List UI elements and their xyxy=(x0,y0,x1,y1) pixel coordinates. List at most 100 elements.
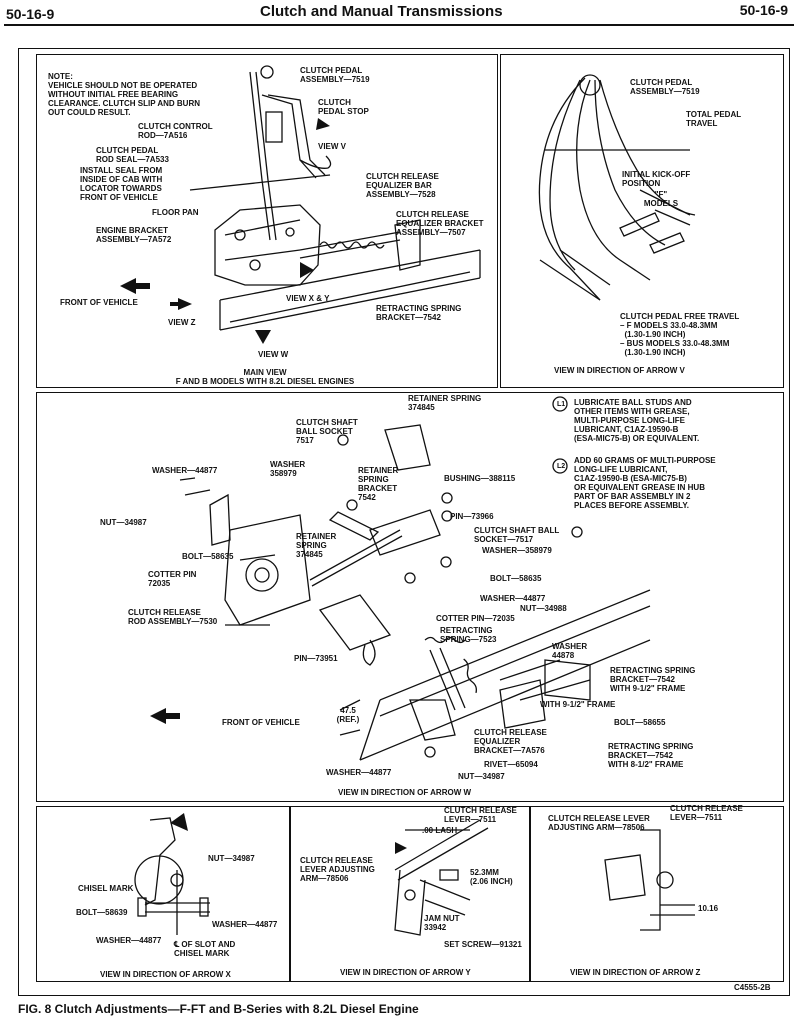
main-view-drawing xyxy=(189,65,481,331)
front-of-vehicle-arrow-w xyxy=(150,708,180,724)
label-eq-bracket-w: CLUTCH RELEASE EQUALIZER BRACKET—7A576 xyxy=(474,728,547,755)
view-y-caption: VIEW IN DIRECTION OF ARROW Y xyxy=(340,968,471,977)
label-cotter-pin-a: COTTER PIN 72035 xyxy=(148,570,197,588)
view-x-caption: VIEW IN DIRECTION OF ARROW X xyxy=(100,970,231,979)
main-view-panel xyxy=(36,54,498,388)
view-y-drawing xyxy=(394,819,489,936)
label-x-washer-right: WASHER—44877 xyxy=(212,920,278,929)
figure-code: C4555-2B xyxy=(734,983,771,992)
label-washer-44877-c: WASHER—44877 xyxy=(326,768,392,777)
label-dim-475: 47.5 (REF.) xyxy=(336,706,360,724)
label-front-vehicle-w: FRONT OF VEHICLE xyxy=(222,718,300,727)
label-pedal-stop: CLUTCH PEDAL STOP xyxy=(318,98,369,116)
label-retainer-spring-mid: RETAINER SPRING 374845 xyxy=(296,532,337,559)
main-view-caption: MAIN VIEW F AND B MODELS WITH 8.2L DIESE… xyxy=(175,368,355,386)
label-z-dim: 10.16 xyxy=(698,904,719,913)
label-washer-44877-a: WASHER—44877 xyxy=(152,466,218,475)
label-y-release-lever: CLUTCH RELEASE LEVER—7511 xyxy=(444,806,517,824)
view-z-caption: VIEW IN DIRECTION OF ARROW Z xyxy=(570,968,701,977)
view-w-caption: VIEW IN DIRECTION OF ARROW W xyxy=(338,788,472,797)
page-header: 50-16-9 Clutch and Manual Transmissions … xyxy=(0,0,798,26)
label-washer-358979-b: WASHER—358979 xyxy=(482,546,552,555)
label-view-w: VIEW W xyxy=(258,350,289,359)
view-xy-arrow xyxy=(300,262,314,278)
label-nut-34988: NUT—34988 xyxy=(520,604,567,613)
label-install-seal: INSTALL SEAL FROM INSIDE OF CAB WITH LOC… xyxy=(80,166,163,202)
label-release-rod: CLUTCH RELEASE ROD ASSEMBLY—7530 xyxy=(128,608,218,626)
label-v-pedal-assembly: CLUTCH PEDAL ASSEMBLY—7519 xyxy=(630,78,700,96)
label-washer-44878: WASHER 44878 xyxy=(552,642,588,660)
label-x-nut: NUT—34987 xyxy=(208,854,255,863)
label-bolt-58635-b: BOLT—58635 xyxy=(490,574,542,583)
label-front-vehicle-main: FRONT OF VEHICLE xyxy=(60,298,138,307)
label-bolt-58655: BOLT—58655 xyxy=(614,718,666,727)
label-control-rod: CLUTCH CONTROL ROD—7A516 xyxy=(138,122,213,140)
label-pedal-assembly: CLUTCH PEDAL ASSEMBLY—7519 xyxy=(300,66,370,84)
view-z-panel xyxy=(530,806,784,982)
label-view-v: VIEW V xyxy=(318,142,347,151)
label-pin-73951: PIN—73951 xyxy=(294,654,338,663)
legend-l2-symbol: L2 xyxy=(557,463,566,470)
view-x-panel xyxy=(36,806,290,982)
label-pin-73966: PIN—73966 xyxy=(450,512,494,521)
page-title: Clutch and Manual Transmissions xyxy=(260,3,503,20)
label-ball-socket-top: CLUTCH SHAFT BALL SOCKET 7517 xyxy=(296,418,358,445)
label-z-adjusting-arm: CLUTCH RELEASE LEVER ADJUSTING ARM—78506 xyxy=(548,814,650,832)
label-retract-bracket-a: RETRACTING SPRING BRACKET—7542 WITH 9-1/… xyxy=(610,666,696,693)
label-with-frame: WITH 9-1/2" FRAME xyxy=(540,700,616,709)
label-retract-bracket-b: RETRACTING SPRING BRACKET—7542 WITH 8-1/… xyxy=(608,742,694,769)
view-y-panel xyxy=(290,806,530,982)
view-z-drawing xyxy=(604,829,695,931)
label-f-models: "F" MODELS xyxy=(643,190,679,208)
label-nut-34987-b: NUT—34987 xyxy=(458,772,505,781)
view-y-arrow xyxy=(395,842,407,854)
legend-l1-symbol: L1 xyxy=(557,401,566,408)
label-cotter-pin-b: COTTER PIN—72035 xyxy=(436,614,515,623)
label-retracting-bracket: RETRACTING SPRING BRACKET—7542 xyxy=(376,304,462,322)
page-number-right: 50-16-9 xyxy=(739,2,788,18)
label-y-set-screw: SET SCREW—91321 xyxy=(444,940,522,949)
label-rivet: RIVET—65094 xyxy=(484,760,538,769)
view-z-arrow xyxy=(170,298,192,310)
view-v-drawing xyxy=(538,74,696,301)
label-x-bolt: BOLT—58639 xyxy=(76,908,128,917)
label-ball-socket-right: CLUTCH SHAFT BALL SOCKET—7517 xyxy=(474,526,560,544)
label-floor-pan: FLOOR PAN xyxy=(152,208,199,217)
label-bolt-58635-a: BOLT—58635 xyxy=(182,552,234,561)
figure-outer-frame xyxy=(18,48,790,996)
label-x-washer-left: WASHER—44877 xyxy=(96,936,162,945)
view-x-arrow xyxy=(170,813,188,831)
label-washer-44877-b: WASHER—44877 xyxy=(480,594,546,603)
view-v-arrow xyxy=(316,118,330,130)
label-rod-seal: CLUTCH PEDAL ROD SEAL—7A533 xyxy=(96,146,169,164)
label-engine-bracket: ENGINE BRACKET ASSEMBLY—7A572 xyxy=(96,226,172,244)
label-x-slot: ℄ OF SLOT AND CHISEL MARK xyxy=(174,940,236,958)
label-eq-bracket: CLUTCH RELEASE EQUALIZER BRACKET ASSEMBL… xyxy=(396,210,484,237)
label-x-chisel-mark: CHISEL MARK xyxy=(78,884,134,893)
label-y-jam-nut: JAM NUT 33942 xyxy=(424,914,460,932)
view-v-caption: VIEW IN DIRECTION OF ARROW V xyxy=(554,366,685,375)
label-washer-358979-a: WASHER 358979 xyxy=(270,460,306,478)
label-total-travel: TOTAL PEDAL TRAVEL xyxy=(686,110,742,128)
legend-l2-text: ADD 60 GRAMS OF MULTI-PURPOSE LONG-LIFE … xyxy=(574,456,716,510)
label-view-xy: VIEW X & Y xyxy=(286,294,330,303)
header-rule xyxy=(4,24,794,26)
label-kickoff: INITIAL KICK-OFF POSITION xyxy=(622,170,691,188)
figure-caption: FIG. 8 Clutch Adjustments—F-FT and B-Ser… xyxy=(18,1002,419,1016)
label-retainer-spring-top: RETAINER SPRING 374845 xyxy=(408,394,482,412)
label-retainer-bracket: RETAINER SPRING BRACKET 7542 xyxy=(358,466,399,502)
label-nut-34987: NUT—34987 xyxy=(100,518,147,527)
main-view-note: NOTE: VEHICLE SHOULD NOT BE OPERATED WIT… xyxy=(48,72,200,117)
front-of-vehicle-arrow-main xyxy=(120,278,150,294)
view-x-drawing xyxy=(134,817,210,935)
view-w-panel xyxy=(36,392,784,802)
label-y-lash: .00 LASH xyxy=(422,826,458,835)
label-free-travel: CLUTCH PEDAL FREE TRAVEL – F MODELS 33.0… xyxy=(620,312,740,357)
page-number-left: 50-16-9 xyxy=(6,6,55,22)
view-w-drawing xyxy=(179,396,651,761)
label-eq-bar: CLUTCH RELEASE EQUALIZER BAR ASSEMBLY—75… xyxy=(366,172,439,199)
label-y-adjusting-arm: CLUTCH RELEASE LEVER ADJUSTING ARM—78506 xyxy=(300,856,375,883)
view-v-panel xyxy=(500,54,784,388)
legend-l1-text: LUBRICATE BALL STUDS AND OTHER ITEMS WIT… xyxy=(574,398,700,443)
